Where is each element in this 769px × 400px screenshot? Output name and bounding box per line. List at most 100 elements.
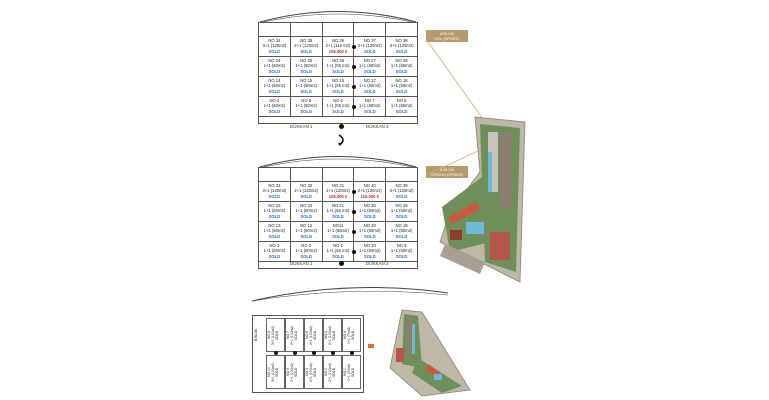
unit-status: SOLD [300,253,313,259]
unit-size: 1+1 (60m2) [390,103,413,109]
block-c-unit-top[interactable]: NO 5 2+1 (100m2) SOLD [323,318,342,352]
stair-marker [273,351,278,355]
block-a-entrance-marker [339,124,344,129]
unit-status: SOLD [332,88,344,94]
header-cell [354,168,387,182]
stair-marker [351,105,356,109]
header-cell [322,168,355,182]
unit-status: SOLD [268,88,281,94]
unit-number: NO 3 [269,243,280,248]
header-cell [290,23,323,37]
unit-number: NO 37 [363,38,376,43]
block-c-unit-top[interactable]: NO 4 1+1 (70m2) SOLD [342,318,361,352]
unit-status: SOLD [363,213,376,219]
unit-status: SOLD [268,233,281,239]
header-cell [386,23,417,37]
stair-marker [351,85,356,89]
unit-status: SOLD [268,68,281,74]
unit-size: 1+1 (60m2) [295,103,317,109]
unit-size: 1+1 (60m2) [263,63,286,69]
unit-status: SOLD [395,193,408,199]
unit-size: 3+1 (120m2) [389,188,414,194]
unit-status: SOLD [332,213,344,219]
block-c-unit-bottom[interactable]: NO 2 2+1 (100m2) SOLD [323,355,342,389]
unit-status: SOLD [395,233,408,239]
unit-size: 3+1 (120m2) [262,43,287,49]
block-c-unit-top[interactable]: NO 8 3+1 (120m2) SOLD [266,318,285,352]
block-c-unit-bottom[interactable]: NO 3 2+1 (100m2) SOLD [304,355,323,389]
unit-size: 1+1 (60m2) [295,63,317,69]
unit-number: NO 7 [364,98,375,103]
block-b-roof [259,156,417,168]
unit-size: 2+1 (120m2) [294,43,319,49]
unit-size: 2+1 (115 m2) [325,43,351,49]
unit-size: 3+1 (120m2) [262,188,287,194]
block-c-unit-bottom[interactable]: NO 1 1+1 (70m2) SOLD [342,355,361,389]
unit-status: SOLD [363,88,376,94]
unit-size: 2+1 (125m2) [326,188,350,194]
block-c-unit-bottom[interactable]: NO 9 2+1 (100m2) SOLD [285,355,304,389]
site-marker [368,344,374,348]
stair-marker [351,65,356,69]
unit-status: SOLD [363,108,376,114]
unit-status: SOLD [395,88,408,94]
unit-status: SOLD [268,193,281,199]
unit-status: SOLD [332,253,344,259]
block-c-unit-top[interactable]: NO 6 2+1 (100m2) SOLD [304,318,323,352]
unit-size: 1+1 (60m2) [390,228,413,234]
block-a-shop-right: DÜKKAN 2 [366,124,389,129]
unit-status: SOLD [332,68,344,74]
block-c-unit-top[interactable]: NO 7 2+1 (100m2) SOLD [285,318,304,352]
unit-number: NO 33 [268,183,281,188]
unit-number: NO11 [332,223,344,228]
unit-size: 1+1 (55 m2) [326,103,350,109]
block-c-unit-bottom[interactable]: NO 10 3+1 (120m2) SOLD [266,355,285,389]
unit-price: 108.000 € [328,48,348,54]
